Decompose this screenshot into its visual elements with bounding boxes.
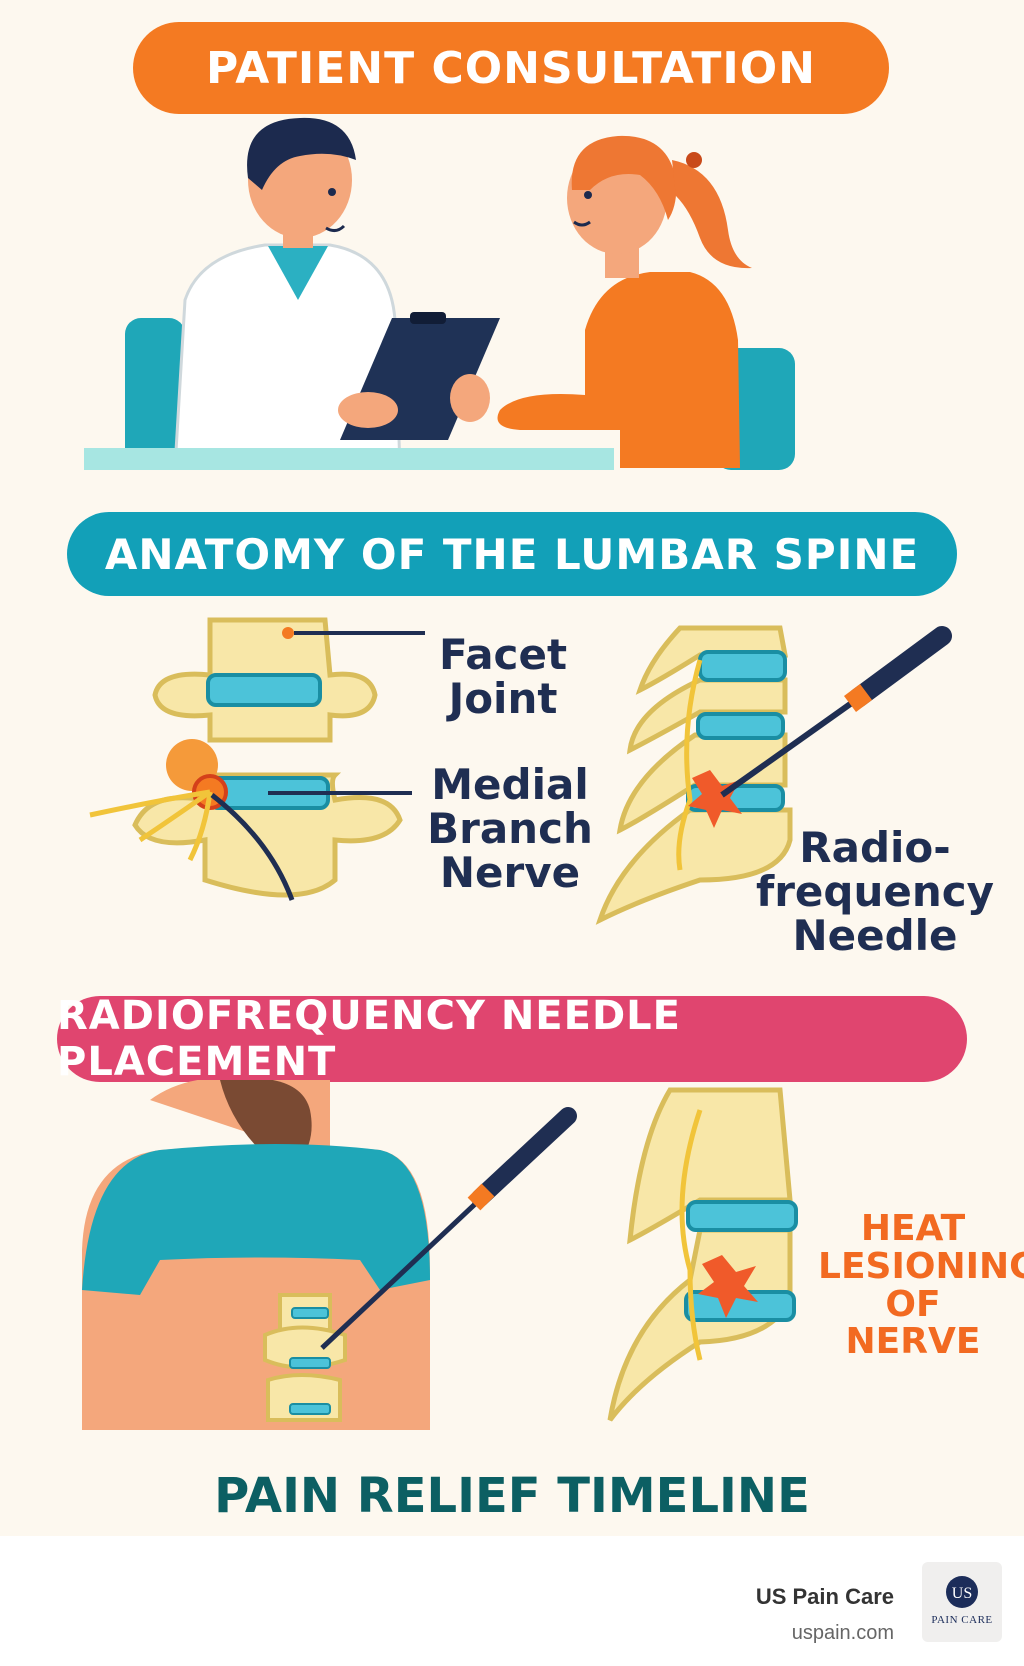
consultation-illustration: [84, 117, 795, 470]
rf-needle-label: Radio- frequency Needle: [755, 823, 995, 961]
brand-url[interactable]: uspain.com: [791, 1622, 894, 1644]
brand-logo: US PAIN CARE: [922, 1562, 1002, 1642]
facet-joint-label: Facet Joint: [438, 630, 568, 724]
anatomy-banner: ANATOMY OF THE LUMBAR SPINE: [67, 512, 957, 596]
logo-initials: US: [952, 1585, 972, 1602]
footer: US Pain Care uspain.com US PAIN CARE: [0, 1536, 1024, 1666]
placement-title: RADIOFREQUENCY NEEDLE PLACEMENT: [57, 993, 681, 1085]
placement-illustration: [82, 1080, 798, 1430]
logo-text: PAIN CARE: [931, 1614, 993, 1626]
consultation-title: PATIENT CONSULTATION: [206, 42, 816, 94]
timeline-title: PAIN RELIEF TIMELINE: [214, 1468, 810, 1524]
consultation-banner: PATIENT CONSULTATION: [133, 22, 889, 114]
medial-branch-nerve-label: Medial Branch Nerve: [427, 760, 593, 898]
brand-name: US Pain Care: [755, 1584, 894, 1609]
anatomy-title: ANATOMY OF THE LUMBAR SPINE: [104, 529, 920, 579]
placement-banner: RADIOFREQUENCY NEEDLE PLACEMENT: [57, 993, 967, 1085]
anatomy-illustration: [89, 617, 952, 925]
heat-lesioning-label: HEAT LESIONING OF NERVE: [818, 1208, 1024, 1363]
